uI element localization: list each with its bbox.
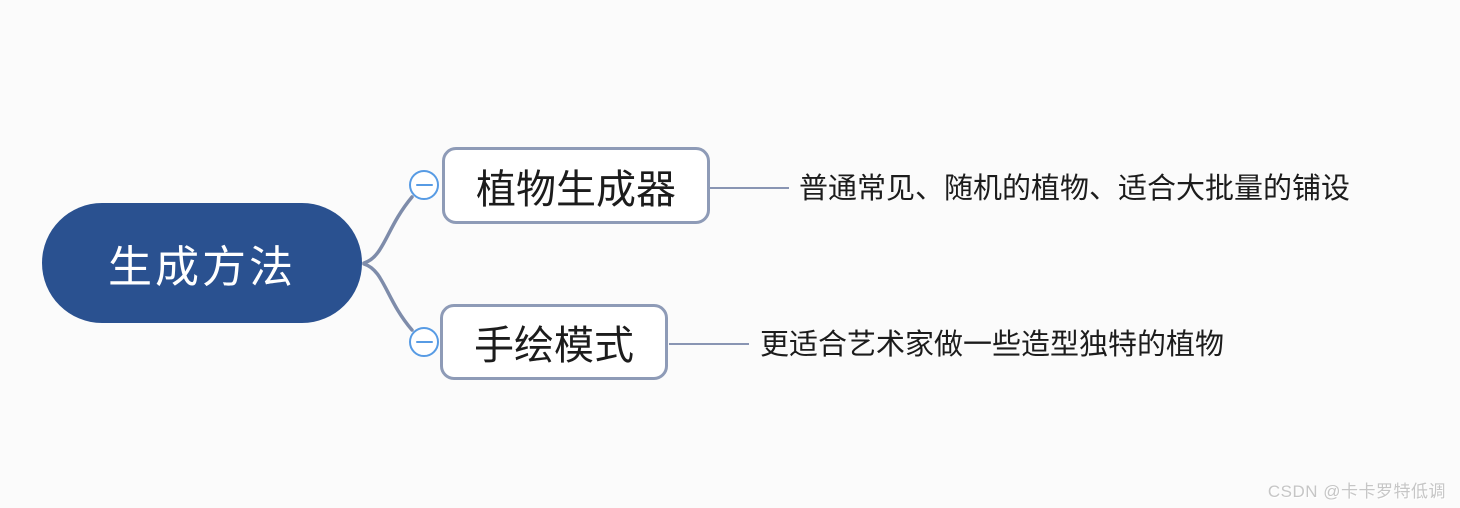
watermark: CSDN @卡卡罗特低调 — [1267, 482, 1446, 501]
leaf-topic-2[interactable]: 更适合艺术家做一些造型独特的植物 — [760, 329, 1225, 361]
branch-topic-2[interactable]: 手绘模式 — [440, 304, 668, 380]
minus-icon — [415, 183, 433, 187]
root-topic[interactable]: 生成方法 — [42, 203, 362, 323]
minus-icon — [415, 340, 433, 344]
collapse-icon-branch-1[interactable] — [409, 170, 439, 200]
branch-connector-upper — [362, 195, 414, 265]
collapse-icon-branch-2[interactable] — [409, 327, 439, 357]
branch-topic-1[interactable]: 植物生成器 — [442, 147, 710, 224]
branch-connector-lower — [362, 262, 414, 332]
leaf-topic-1[interactable]: 普通常见、随机的植物、适合大批量的铺设 — [799, 173, 1351, 205]
